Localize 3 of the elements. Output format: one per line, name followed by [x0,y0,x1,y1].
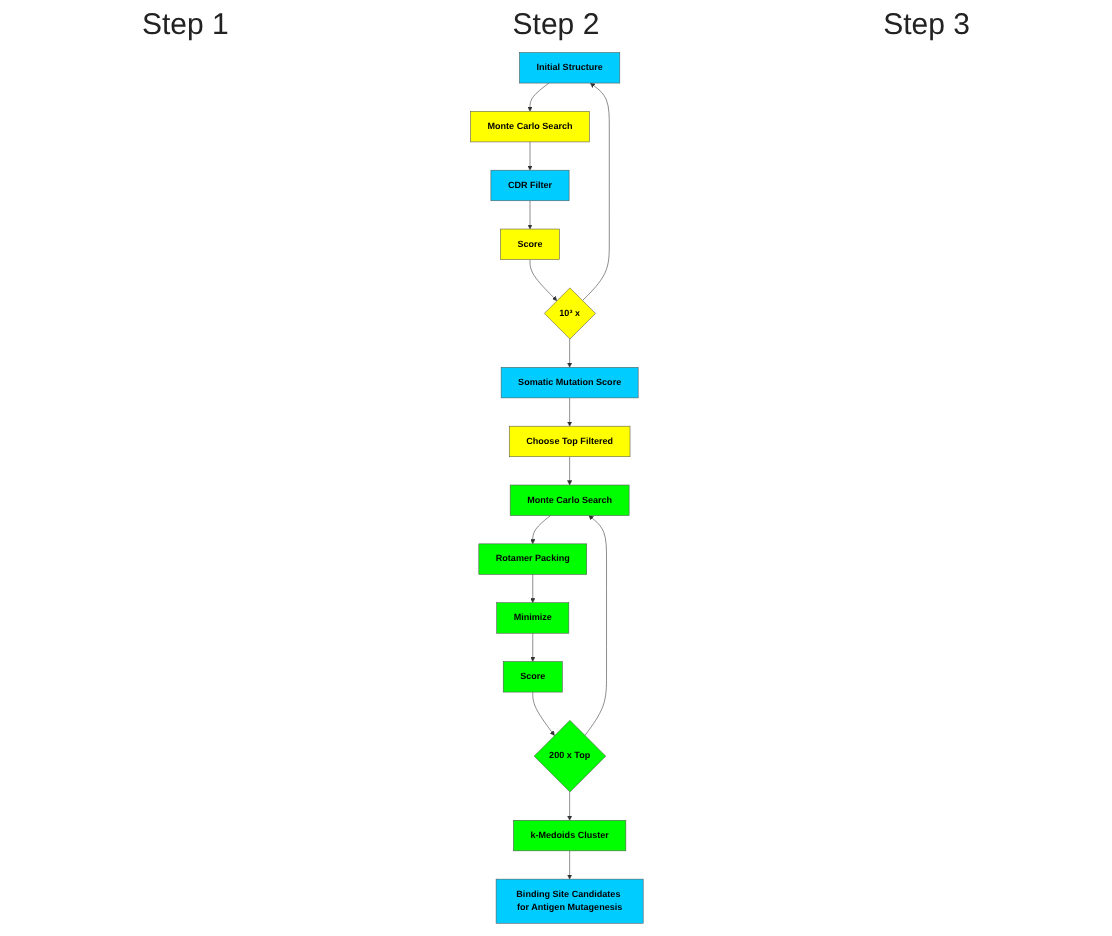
step-heading: Step 2 [512,7,600,41]
step-heading: Step 1 [141,7,229,41]
step-heading: Step 3 [883,7,970,41]
